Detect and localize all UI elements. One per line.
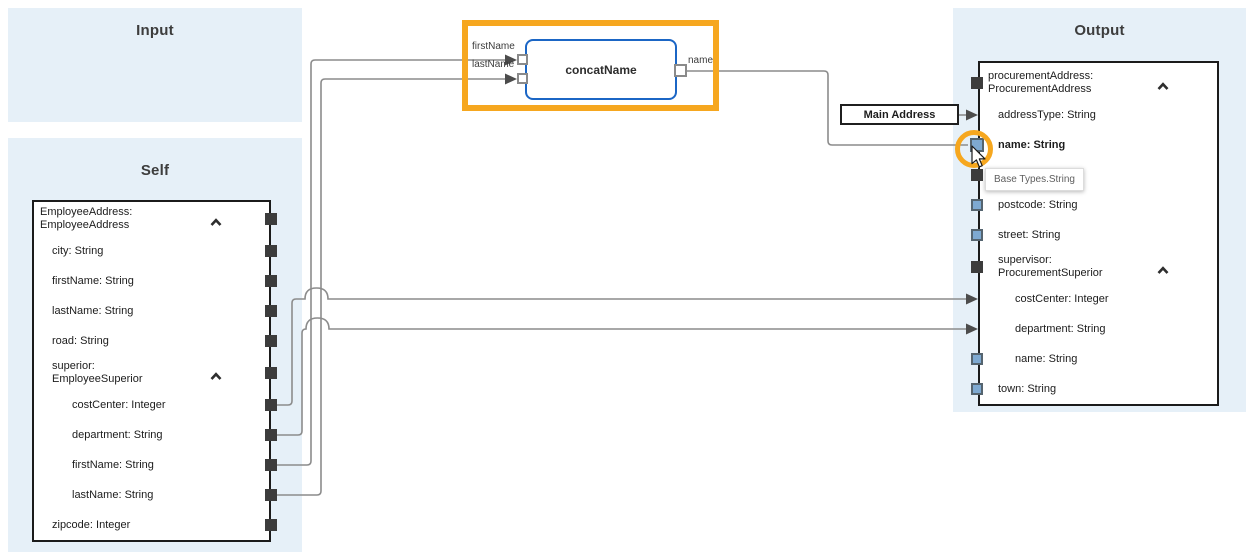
tree-node-label: zipcode: Integer <box>52 518 131 531</box>
type-tooltip-text: Base Types.String <box>994 174 1075 185</box>
tree-row-lastname[interactable]: lastName: String <box>34 480 269 510</box>
connection-line-costcenter-map[interactable] <box>277 287 966 406</box>
connection-arrowhead <box>966 293 978 305</box>
highlight-ring <box>955 130 993 168</box>
tree-row-town[interactable]: town: String <box>980 374 1217 404</box>
connection-arrowhead <box>505 73 517 85</box>
function-input-port-lastname[interactable] <box>517 73 528 84</box>
function-input-label-lastname: lastName <box>472 59 515 70</box>
type-tooltip: Base Types.String <box>985 168 1084 191</box>
tree-row-procurementaddress[interactable]: procurementAddress: ProcurementAddress <box>980 66 1217 100</box>
connection-line-concat-to-name[interactable] <box>687 70 968 146</box>
tree-node-label: addressType: String <box>998 108 1096 121</box>
output-panel-title: Output <box>1074 22 1125 39</box>
function-highlight-frame <box>462 20 719 111</box>
connection-arrowhead <box>505 54 517 66</box>
mapping-port-firstname[interactable] <box>265 459 277 471</box>
mapping-port-employeeaddress[interactable] <box>265 213 277 225</box>
mapping-port-road[interactable] <box>265 335 277 347</box>
input-panel-title: Input <box>136 22 174 39</box>
connection-arrowhead <box>966 323 978 335</box>
tree-node-label: lastName: String <box>72 488 154 501</box>
mapping-port-supervisor[interactable] <box>971 261 983 273</box>
tree-row-postcode[interactable]: postcode: String <box>980 190 1217 220</box>
collapse-chevron-icon[interactable] <box>210 214 222 226</box>
mapping-port-row[interactable] <box>971 169 983 181</box>
function-box-concatname[interactable]: concatName <box>525 39 677 100</box>
function-output-label-name: name <box>688 55 714 66</box>
function-output-port-name[interactable] <box>674 64 687 77</box>
mapping-port-procurementaddress[interactable] <box>971 77 983 89</box>
tree-node-label: EmployeeAddress: EmployeeAddress <box>40 206 133 231</box>
tree-row-street[interactable]: street: String <box>980 220 1217 250</box>
mapping-port-city[interactable] <box>265 245 277 257</box>
tree-row-department[interactable]: department: String <box>980 314 1217 344</box>
collapse-chevron-icon[interactable] <box>1157 262 1169 274</box>
tree-node-label: lastName: String <box>52 304 134 317</box>
mapping-port-superior[interactable] <box>265 367 277 379</box>
mapping-port-postcode[interactable] <box>971 199 983 211</box>
tree-node-label: superior: EmployeeSuperior <box>52 360 143 385</box>
collapse-chevron-icon[interactable] <box>1157 78 1169 90</box>
tree-row-costcenter[interactable]: costCenter: Integer <box>34 390 269 420</box>
function-input-label-firstname: firstName <box>472 41 515 52</box>
collapse-chevron-icon[interactable] <box>210 368 222 380</box>
mapping-port-costcenter[interactable] <box>265 399 277 411</box>
tree-row-department[interactable]: department: String <box>34 420 269 450</box>
tree-row-lastname[interactable]: lastName: String <box>34 296 269 326</box>
tree-node-label: street: String <box>998 228 1061 241</box>
function-label: concatName <box>565 62 637 77</box>
tree-node-label: name: String <box>998 138 1066 151</box>
connection-line-firstname-to-concat[interactable] <box>277 59 505 466</box>
connection-line-department-map[interactable] <box>277 317 966 436</box>
mapping-port-department[interactable] <box>265 429 277 441</box>
mapping-port-zipcode[interactable] <box>265 519 277 531</box>
tree-node-label: costCenter: Integer <box>72 398 166 411</box>
tree-row-road[interactable]: road: String <box>34 326 269 356</box>
tree-row-city[interactable]: city: String <box>34 236 269 266</box>
tree-node-label: name: String <box>1015 352 1078 365</box>
mapping-port-lastname[interactable] <box>265 305 277 317</box>
tree-node-label: postcode: String <box>998 198 1078 211</box>
constant-box-label: Main Address <box>863 108 936 121</box>
tree-row-firstname[interactable]: firstName: String <box>34 450 269 480</box>
mapping-port-street[interactable] <box>971 229 983 241</box>
self-panel-title: Self <box>140 162 170 179</box>
tree-node-label: supervisor: ProcurementSuperior <box>998 254 1103 279</box>
tree-row-costcenter[interactable]: costCenter: Integer <box>980 284 1217 314</box>
connection-line-lastname-to-concat[interactable] <box>277 78 505 496</box>
function-input-port-firstname[interactable] <box>517 54 528 65</box>
tree-row-addresstype[interactable]: addressType: String <box>980 100 1217 130</box>
mapping-port-name[interactable] <box>971 353 983 365</box>
mapping-port-town[interactable] <box>971 383 983 395</box>
tree-row-supervisor[interactable]: supervisor: ProcurementSuperior <box>980 250 1217 284</box>
input-panel: Input <box>8 8 302 122</box>
mouse-cursor <box>971 145 986 168</box>
tree-node-label: city: String <box>52 244 104 257</box>
constant-box-main-address[interactable]: Main Address <box>840 104 959 125</box>
tree-row-employeeaddress[interactable]: EmployeeAddress: EmployeeAddress <box>34 202 269 236</box>
tree-node-label: procurementAddress: ProcurementAddress <box>988 70 1094 95</box>
tree-node-label: department: String <box>72 428 163 441</box>
tree-row-zipcode[interactable]: zipcode: Integer <box>34 510 269 540</box>
tree-node-label: town: String <box>998 382 1057 395</box>
tree-row-name[interactable]: name: String <box>980 344 1217 374</box>
tree-node-label: costCenter: Integer <box>1015 292 1109 305</box>
tree-node-label: road: String <box>52 334 109 347</box>
tree-node-label: department: String <box>1015 322 1106 335</box>
output-tree-box <box>978 61 1219 406</box>
tree-node-label: firstName: String <box>52 274 134 287</box>
tree-row-superior[interactable]: superior: EmployeeSuperior <box>34 356 269 390</box>
mapping-port-firstname[interactable] <box>265 275 277 287</box>
self-tree-box <box>32 200 271 542</box>
connection-arrowhead <box>966 109 978 121</box>
tree-row-name[interactable]: name: String <box>980 130 1217 160</box>
tree-node-label: firstName: String <box>72 458 154 471</box>
tree-row-firstname[interactable]: firstName: String <box>34 266 269 296</box>
mapping-port-lastname[interactable] <box>265 489 277 501</box>
